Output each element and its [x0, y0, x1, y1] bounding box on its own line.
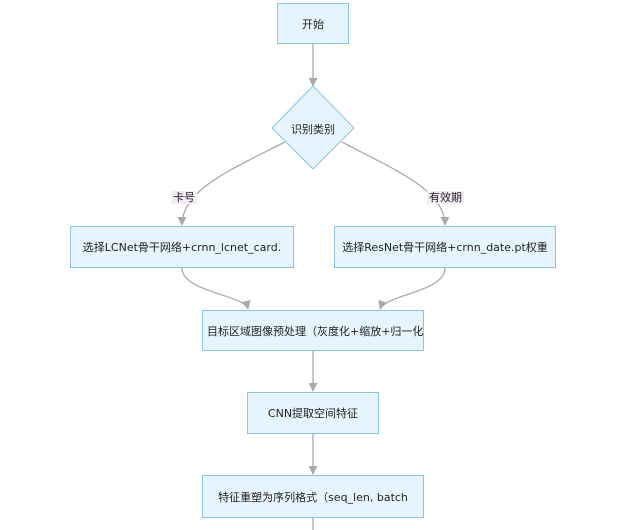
start-node: 开始: [277, 3, 349, 44]
start-node-label: 开始: [302, 17, 324, 31]
edge-card-to-preprocess: [181, 267, 251, 310]
cnn-node: CNN提取空间特征: [247, 392, 379, 434]
edge-date-to-preprocess: [378, 267, 446, 310]
card-model-node: 选择LCNet骨干网络+crnn_lcnet_card.: [70, 226, 294, 268]
preprocess-node: 目标区域图像预处理（灰度化+缩放+归一化）: [202, 310, 424, 351]
date-model-node: 选择ResNet骨干网络+crnn_date.pt权重: [334, 226, 556, 268]
cnn-node-label: CNN提取空间特征: [267, 407, 359, 420]
reshape-node-label: 特征重塑为序列格式（seq_len, batch: [218, 490, 408, 504]
card-model-node-label: 选择LCNet骨干网络+crnn_lcnet_card.: [82, 241, 282, 254]
edge-label-date: 有效期: [427, 191, 464, 204]
decision-node-label: 识别类别: [291, 123, 335, 136]
edge-decision-to-date: [341, 141, 450, 226]
decision-diamond: [271, 85, 355, 170]
edge-decision-to-card: [177, 141, 286, 226]
edge-label-card: 卡号: [171, 191, 197, 204]
reshape-node: 特征重塑为序列格式（seq_len, batch: [202, 475, 424, 518]
date-model-node-label: 选择ResNet骨干网络+crnn_date.pt权重: [342, 241, 548, 254]
preprocess-node-label: 目标区域图像预处理（灰度化+缩放+归一化）: [207, 324, 423, 338]
